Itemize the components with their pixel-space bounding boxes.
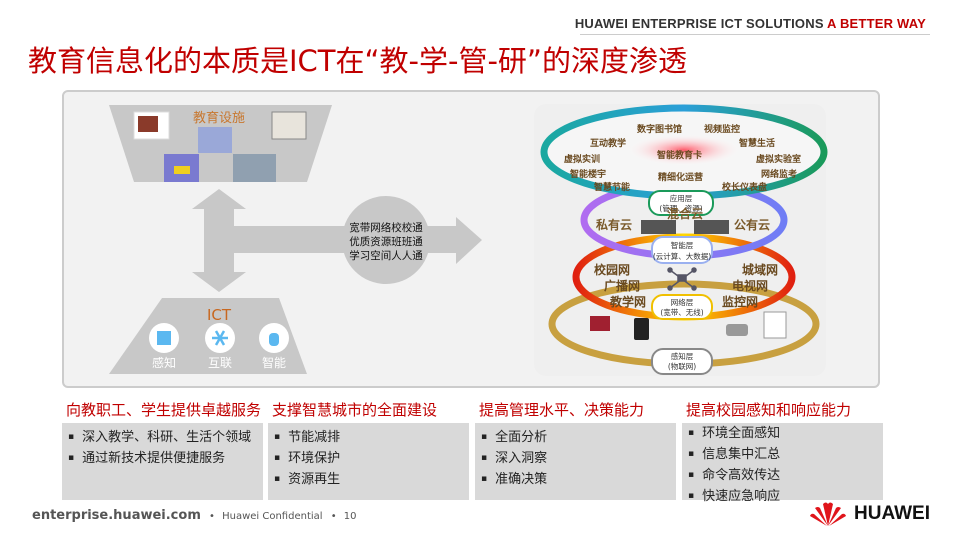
card-item: 深入教学、科研、生活个领域 bbox=[68, 427, 263, 448]
layer-label: (管理、资源) bbox=[659, 203, 702, 213]
network-topology-icon bbox=[667, 267, 697, 291]
card-item: 信息集中汇总 bbox=[688, 444, 883, 465]
app-layer-badge bbox=[648, 190, 714, 216]
network-item: 广播网 bbox=[604, 278, 640, 293]
benefit-card: 提高校园感知和响应能力 环境全面感知信息集中汇总命令高效传达快速应急响应 bbox=[682, 397, 883, 504]
sense-layer-badge bbox=[651, 348, 713, 375]
logo-text: HUAWEI bbox=[854, 503, 930, 524]
card-item: 环境保护 bbox=[274, 448, 469, 469]
divider bbox=[580, 34, 930, 35]
server-icon bbox=[694, 220, 729, 234]
network-item: 教学网 bbox=[609, 294, 646, 309]
classroom-image bbox=[271, 111, 307, 140]
diagram-panel: 教育设施 宽带网络校校通 优质资源班班通 学习空间人人通 ICT 感知 互联 智… bbox=[62, 90, 880, 388]
layer-label: 应用层 bbox=[670, 193, 693, 203]
app-item: 视频监控 bbox=[704, 123, 740, 135]
camera-icon bbox=[726, 324, 748, 336]
layer-label: (物联网) bbox=[668, 361, 696, 371]
layer-label: 智能层 bbox=[671, 240, 694, 250]
card-title: 支撑智慧城市的全面建设 bbox=[268, 397, 469, 423]
network-icon bbox=[205, 323, 235, 353]
circle-line: 学习空间人人通 bbox=[349, 249, 423, 262]
tagline-text: HUAWEI ENTERPRISE ICT SOLUTIONS bbox=[574, 16, 824, 31]
app-item: 虚拟实训 bbox=[564, 153, 600, 165]
laptop-icon bbox=[590, 316, 610, 331]
network-item: 电视网 bbox=[732, 278, 768, 293]
ict-item: 互联 bbox=[208, 356, 232, 370]
network-item: 城域网 bbox=[742, 262, 778, 277]
cloud-item: 私有云 bbox=[595, 217, 632, 232]
circle-line: 优质资源班班通 bbox=[349, 235, 423, 248]
card-item: 通过新技术提供便捷服务 bbox=[68, 448, 263, 469]
card-item: 命令高效传达 bbox=[688, 465, 883, 486]
app-item: 互动教学 bbox=[590, 137, 626, 149]
tagline-accent: A BETTER WAY bbox=[827, 16, 926, 31]
page-title: 教育信息化的本质是ICT在“教-学-管-研”的深度渗透 bbox=[28, 44, 687, 78]
card-item: 资源再生 bbox=[274, 469, 469, 490]
card-item: 节能减排 bbox=[274, 427, 469, 448]
smart-layer-badge bbox=[651, 236, 713, 264]
app-item: 虚拟实验室 bbox=[756, 153, 801, 165]
card-item: 深入洞察 bbox=[481, 448, 676, 469]
app-item: 校长仪表盘 bbox=[722, 181, 767, 193]
huawei-flower-icon bbox=[810, 502, 846, 526]
facilities-label: 教育设施 bbox=[193, 110, 245, 126]
layer-label: (宽带、无线) bbox=[660, 307, 703, 317]
header-tagline: HUAWEI ENTERPRISE ICT SOLUTIONS A BETTER… bbox=[575, 16, 926, 31]
card-title: 向教职工、学生提供卓越服务 bbox=[62, 397, 263, 423]
network-layer-badge bbox=[651, 294, 713, 320]
benefit-card: 向教职工、学生提供卓越服务 深入教学、科研、生活个领域通过新技术提供便捷服务 bbox=[62, 397, 263, 500]
cloud-item: 公有云 bbox=[734, 217, 770, 232]
card-title: 提高校园感知和响应能力 bbox=[682, 397, 883, 423]
footer-confidential: Huawei Confidential bbox=[222, 511, 323, 522]
circle-line: 宽带网络校校通 bbox=[349, 221, 423, 234]
page-number: 10 bbox=[343, 511, 357, 522]
footer: enterprise.huawei.com • Huawei Confident… bbox=[32, 508, 357, 523]
diagram-svg: 教育设施 宽带网络校校通 优质资源班班通 学习空间人人通 ICT 感知 互联 智… bbox=[109, 104, 828, 376]
layer-label: 感知层 bbox=[671, 351, 694, 361]
app-item: 智能教育卡 bbox=[657, 149, 702, 161]
app-item: 智慧节能 bbox=[594, 181, 630, 193]
benefit-card: 提高管理水平、决策能力 全面分析深入洞察准确决策 bbox=[475, 397, 676, 500]
layer-label: 网络层 bbox=[671, 297, 694, 307]
network-item: 校园网 bbox=[594, 262, 630, 277]
card-item: 全面分析 bbox=[481, 427, 676, 448]
app-item: 精细化运营 bbox=[658, 171, 703, 183]
app-item: 智慧生活 bbox=[739, 137, 775, 149]
benefit-card: 支撑智慧城市的全面建设 节能减排环境保护资源再生 bbox=[268, 397, 469, 500]
access-circle bbox=[342, 196, 430, 284]
building-image bbox=[233, 154, 276, 182]
app-item: 智能楼宇 bbox=[570, 168, 606, 180]
ict-item: 感知 bbox=[152, 355, 176, 370]
vertical-double-arrow bbox=[192, 189, 246, 292]
cloud-item: 混合云 bbox=[667, 206, 703, 221]
app-item: 网络监考 bbox=[761, 168, 797, 180]
whiteboard-icon bbox=[763, 311, 787, 339]
app-item: 数字图书馆 bbox=[637, 123, 682, 135]
ict-item: 智能 bbox=[262, 355, 286, 370]
layer-label: (云计算、大数据) bbox=[653, 251, 711, 261]
ict-label: ICT bbox=[207, 306, 232, 324]
card-title: 提高管理水平、决策能力 bbox=[475, 397, 676, 423]
footer-site: enterprise.huawei.com bbox=[32, 508, 201, 523]
network-item: 监控网 bbox=[722, 294, 758, 309]
server-icon bbox=[641, 220, 676, 234]
card-item: 快速应急响应 bbox=[688, 486, 883, 507]
card-item: 环境全面感知 bbox=[688, 423, 883, 444]
card-item: 准确决策 bbox=[481, 469, 676, 490]
huawei-logo: HUAWEI bbox=[808, 500, 930, 528]
tablet-icon bbox=[634, 318, 649, 340]
lab-image bbox=[198, 127, 232, 153]
